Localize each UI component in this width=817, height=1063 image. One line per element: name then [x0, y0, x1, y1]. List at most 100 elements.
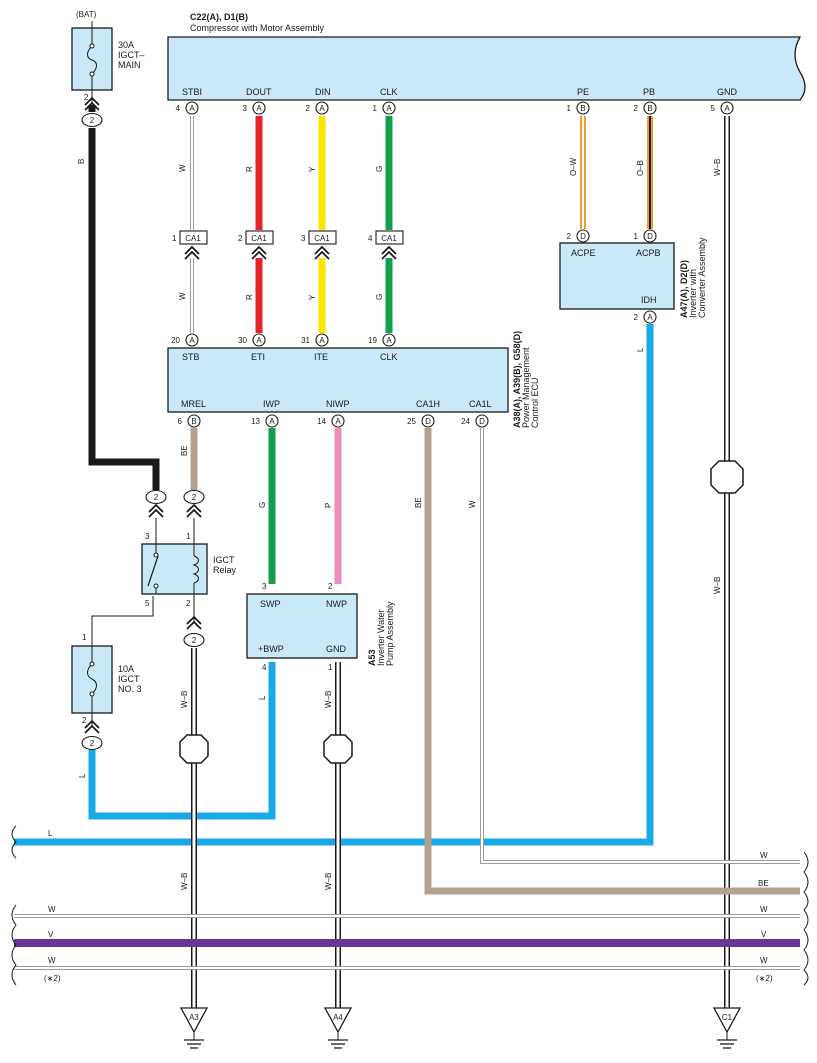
- connector-number: 2: [90, 116, 95, 125]
- bus-note-left: (∗2): [44, 974, 61, 983]
- pin-conn-letter: D: [580, 232, 586, 241]
- inverter-pin-label-acpe: ACPE: [571, 248, 596, 258]
- ecu-pin-ca1l: D 24: [461, 414, 489, 428]
- pin-conn-letter: A: [319, 336, 325, 345]
- connector-number: 2: [90, 739, 95, 748]
- pin-number: 24: [461, 417, 470, 426]
- ground-label: A4: [333, 1013, 343, 1022]
- pin-number: 13: [251, 417, 260, 426]
- inverter-water-pump: 3 2 SWP NWP +BWP GND 4 1 A53 Inverter Wa…: [246, 582, 395, 672]
- inverter-pin-label-acpb: ACPB: [636, 248, 661, 258]
- compressor-pin-pe: B 1: [567, 101, 590, 115]
- pump-ref: A53: [367, 649, 377, 666]
- splice-octagon-icon: [179, 734, 209, 764]
- pump-pin-label-nwp: NWP: [326, 599, 347, 609]
- pin-conn-letter: A: [269, 417, 275, 426]
- fuse-out-pin: 2: [82, 716, 87, 725]
- bus-label-w: W: [760, 851, 768, 860]
- bus-label-l: L: [48, 829, 53, 838]
- wire-label: W–B: [713, 159, 722, 176]
- compressor-pin-pb: B 2: [634, 101, 657, 115]
- compressor-pin-dout: A 3: [243, 101, 266, 115]
- connector-number: 2: [154, 493, 159, 502]
- fuse-rating: 10A: [118, 664, 134, 674]
- connector-chevron-icon: [186, 504, 202, 518]
- wire-label: W–B: [324, 873, 333, 890]
- compressor-pin-clk: A 1: [373, 101, 396, 115]
- pin-conn-letter: B: [191, 417, 196, 426]
- inline-connector-2: 2: [81, 112, 103, 128]
- inverter-assembly: ACPE ACPB IDH D 2 D 1 A 2 A47(A), D2(D) …: [559, 229, 707, 324]
- pin-conn-letter: B: [580, 104, 585, 113]
- wire-be-ca1h: [424, 428, 800, 895]
- pump-pin-4: 4: [262, 663, 267, 672]
- compressor-ref: C22(A), D1(B): [190, 12, 248, 22]
- inline-connector-relay-out: 2: [183, 632, 205, 648]
- wire-relay-to-fuse: [91, 596, 154, 634]
- pin-conn-letter: A: [319, 104, 325, 113]
- wire-label: W–B: [180, 873, 189, 890]
- compressor-pin-label-dout: DOUT: [246, 87, 272, 97]
- bat-source-label: (BAT): [76, 10, 97, 19]
- inverter-pin-idh: A 2: [634, 310, 657, 324]
- wire-b-bat-to-relay: [88, 105, 160, 490]
- wire-label: G: [375, 166, 384, 172]
- ecu-pin-mrel: B 6: [178, 414, 201, 428]
- ecu-pin-label-iwp: IWP: [263, 399, 280, 409]
- wire-label: O–W: [569, 157, 578, 176]
- pump-pin-2: 2: [328, 582, 333, 591]
- pin-number: 30: [238, 336, 247, 345]
- bus-label-w-right-2: W: [760, 956, 768, 965]
- fuse-in-pin: 1: [82, 633, 87, 642]
- connector-chevron-icon: [381, 246, 397, 260]
- pin-conn-letter: A: [647, 313, 653, 322]
- wire-label: W–B: [180, 691, 189, 708]
- bus-label-w-left-2: W: [48, 956, 56, 965]
- ecu-pin-iwp: A 13: [251, 414, 279, 428]
- ecu-ref: A38(A), A39(B), G58(D): [512, 331, 522, 428]
- pin-conn-letter: D: [647, 232, 653, 241]
- pin-conn-letter: B: [647, 104, 652, 113]
- compressor-name: Compressor with Motor Assembly: [190, 23, 325, 33]
- wire-label: R: [245, 166, 254, 172]
- ecu-pin-clk: A 19: [368, 333, 396, 347]
- inverter-pin-acpb: D 1: [634, 229, 657, 243]
- ground-label: C1: [722, 1013, 733, 1022]
- pin-conn-letter: A: [724, 104, 730, 113]
- ecu-name: Power Management: [521, 347, 531, 428]
- bus-label-w-right: W: [760, 905, 768, 914]
- igct-relay: 3 1 5 2 IGCT Relay: [141, 518, 237, 630]
- pin-conn-letter: A: [386, 104, 392, 113]
- ecu-pin-label-ca1h: CA1H: [416, 399, 440, 409]
- pin-conn-letter: A: [386, 336, 392, 345]
- pin-conn-letter: A: [256, 336, 262, 345]
- inline-connector-relay-left: 2: [145, 489, 167, 518]
- inverter-pin-acpe: D 2: [567, 229, 590, 243]
- wire-label: Y: [308, 294, 317, 300]
- ecu-pin-stb: A 20: [171, 333, 199, 347]
- bus-label-be: BE: [758, 879, 769, 888]
- wire-label: BE: [180, 445, 189, 456]
- wire-label: L: [78, 773, 87, 778]
- inverter-ref: A47(A), D2(D): [679, 260, 689, 318]
- pin-number: 2: [567, 232, 572, 241]
- ecu-pin-label-ca1l: CA1L: [469, 399, 492, 409]
- ground-label: A3: [189, 1013, 199, 1022]
- pin-conn-letter: A: [256, 104, 262, 113]
- bus-label-v-left: V: [48, 930, 54, 939]
- pin-number: 4: [176, 104, 181, 113]
- pin-number: 2: [634, 313, 639, 322]
- compressor-pin-label-stbi: STBI: [182, 87, 202, 97]
- pin-number: 20: [171, 336, 180, 345]
- ecu-pin-label-eti: ETI: [251, 352, 265, 362]
- fuse-10a-igct-no3: 1 10A IGCT NO. 3 2 2: [71, 633, 142, 751]
- bus-label-v-right: V: [761, 930, 767, 939]
- junction-number: 4: [368, 234, 373, 243]
- fuse-name: IGCT–: [118, 50, 145, 60]
- pump-name: Inverter Water: [376, 609, 386, 666]
- connector-number: 2: [192, 493, 197, 502]
- compressor-pin-din: A 2: [306, 101, 329, 115]
- fuse-name-2: MAIN: [118, 60, 141, 70]
- wire-label: L: [636, 347, 645, 352]
- pin-number: 5: [711, 104, 716, 113]
